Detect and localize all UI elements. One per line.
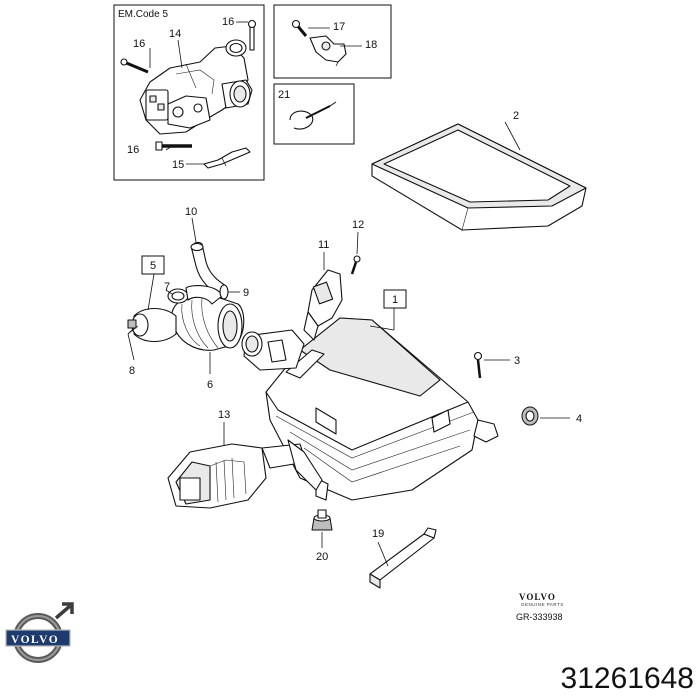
sensor-drawing-11: 11: [303, 239, 343, 341]
part-5-callout: 5: [141, 255, 165, 311]
label-3: 3: [514, 355, 520, 367]
stamp-subtitle: GENUINE PARTS: [521, 602, 564, 607]
screw-drawing-3: 3: [473, 351, 520, 379]
breather-hose-drawing-10: 10: [185, 206, 227, 305]
clamp-drawing-8: 8: [127, 307, 177, 377]
label-5: 5: [150, 260, 156, 272]
label-18: 18: [365, 39, 377, 51]
clamp-drawing-7: 7: [164, 281, 189, 304]
bracket-drawing-18: [309, 35, 347, 67]
intake-hose-drawing-6: 6: [171, 293, 245, 391]
em-code-label: EM.Code 5: [118, 9, 168, 20]
throttle-body-drawing: [139, 39, 253, 135]
label-15: 15: [172, 159, 184, 171]
label-16a: 16: [133, 38, 145, 50]
clamp-drawing-9: 9: [219, 284, 249, 300]
inset-throttle-body: EM.Code 5: [113, 4, 265, 181]
label-2: 2: [513, 110, 519, 122]
sensor-drawing-15: [203, 147, 251, 169]
label-7: 7: [164, 281, 170, 293]
inset-cable-tie: 21: [273, 83, 355, 145]
label-5-box: [141, 255, 165, 275]
label-16b: 16: [222, 16, 234, 28]
bolt-drawing-16c: [155, 141, 192, 151]
mount-drawing-20: 20: [311, 509, 333, 563]
label-1-box: [383, 289, 407, 309]
grommet-drawing-4: 4: [521, 406, 582, 426]
screw-drawing-17: [291, 19, 308, 37]
screw-drawing-12: 12: [350, 219, 364, 275]
label-10: 10: [185, 206, 197, 218]
label-13: 13: [218, 409, 230, 421]
label-14: 14: [169, 28, 181, 40]
label-8: 8: [129, 365, 135, 377]
label-20: 20: [316, 551, 328, 563]
bolt-drawing-16b: [247, 19, 257, 51]
genuine-parts-stamp: VOLVO GENUINE PARTS GR-333938: [516, 592, 564, 622]
label-6: 6: [207, 379, 213, 391]
label-4: 4: [576, 413, 582, 425]
label-9: 9: [243, 287, 249, 299]
diagram-reference: GR-333938: [516, 612, 563, 622]
air-box-drawing-1: 1: [241, 289, 499, 501]
label-19: 19: [372, 528, 384, 540]
seal-strip-drawing-19: 19: [369, 527, 437, 589]
label-17: 17: [333, 21, 345, 33]
cable-tie-drawing-21: [289, 101, 337, 130]
logo-wordmark: VOLVO: [11, 634, 59, 646]
label-12: 12: [352, 219, 364, 231]
label-1: 1: [392, 294, 398, 306]
stamp-brand: VOLVO: [519, 592, 556, 602]
part-number: 31261648: [560, 662, 694, 695]
inset-clip-bracket: 17 18: [273, 4, 392, 79]
label-16c: 16: [127, 144, 139, 156]
bolt-drawing-16a: [120, 58, 149, 74]
volvo-logo: VOLVO: [5, 602, 74, 663]
label-21: 21: [278, 89, 290, 101]
intake-duct-drawing-13: 13: [167, 409, 323, 509]
air-filter-drawing-2: 2: [371, 110, 587, 231]
label-11: 11: [318, 239, 329, 251]
